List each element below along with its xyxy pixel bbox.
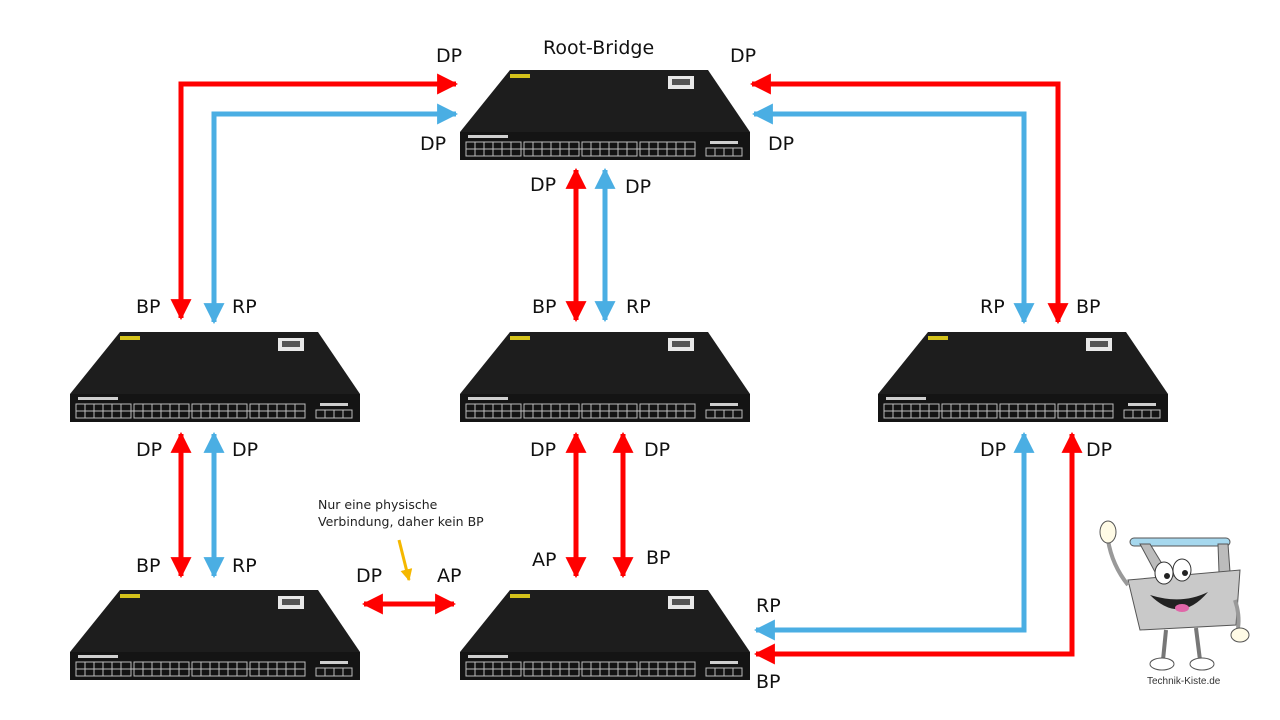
port-label: AP (437, 565, 462, 587)
note-pointer-arrow (397, 539, 413, 582)
annotation-note-line2: Verbindung, daher kein BP (318, 513, 484, 529)
switch-left-bottom (69, 589, 361, 681)
switch-left-middle (69, 331, 361, 423)
port-label: BP (532, 296, 557, 318)
port-label: DP (436, 45, 463, 67)
annotation-note: Nur eine physische Verbindung, daher kei… (318, 497, 484, 531)
port-label: BP (646, 547, 671, 569)
annotation-note-line1: Nur eine physische (318, 497, 438, 512)
port-label: DP (1086, 439, 1113, 461)
link-root-rightmid-blue (751, 103, 1035, 325)
link-root-leftmid-red (170, 73, 459, 321)
port-label: AP (532, 549, 557, 571)
port-label: DP (136, 439, 163, 461)
logo-text: Technik-Kiste.de (1147, 676, 1221, 687)
port-label: DP (625, 176, 652, 198)
port-label: BP (1076, 296, 1101, 318)
port-label: DP (768, 133, 795, 155)
switch-right-middle (877, 331, 1169, 423)
port-label: RP (980, 296, 1005, 318)
link-root-leftmid-blue (203, 103, 459, 325)
port-label: DP (980, 439, 1007, 461)
link-rightmid-centerbottom-red (753, 431, 1083, 665)
port-label: RP (232, 555, 257, 577)
root-bridge-title: Root-Bridge (543, 37, 655, 59)
port-label: BP (136, 555, 161, 577)
port-label: DP (356, 565, 383, 587)
technik-kiste-mascot-logo (1099, 520, 1250, 671)
link-rightmid-centerbottom-blue (753, 431, 1035, 641)
port-label: BP (136, 296, 161, 318)
port-label: BP (756, 671, 781, 693)
port-label: RP (626, 296, 651, 318)
root-bridge-switch (459, 69, 751, 161)
port-label: DP (730, 45, 757, 67)
link-root-rightmid-red (749, 73, 1069, 325)
port-label: DP (530, 174, 557, 196)
switch-center-middle (459, 331, 751, 423)
switch-center-bottom (459, 589, 751, 681)
port-label: RP (232, 296, 257, 318)
port-label: DP (232, 439, 259, 461)
port-label: DP (420, 133, 447, 155)
port-label: DP (644, 439, 671, 461)
port-label: RP (756, 595, 781, 617)
port-label: DP (530, 439, 557, 461)
